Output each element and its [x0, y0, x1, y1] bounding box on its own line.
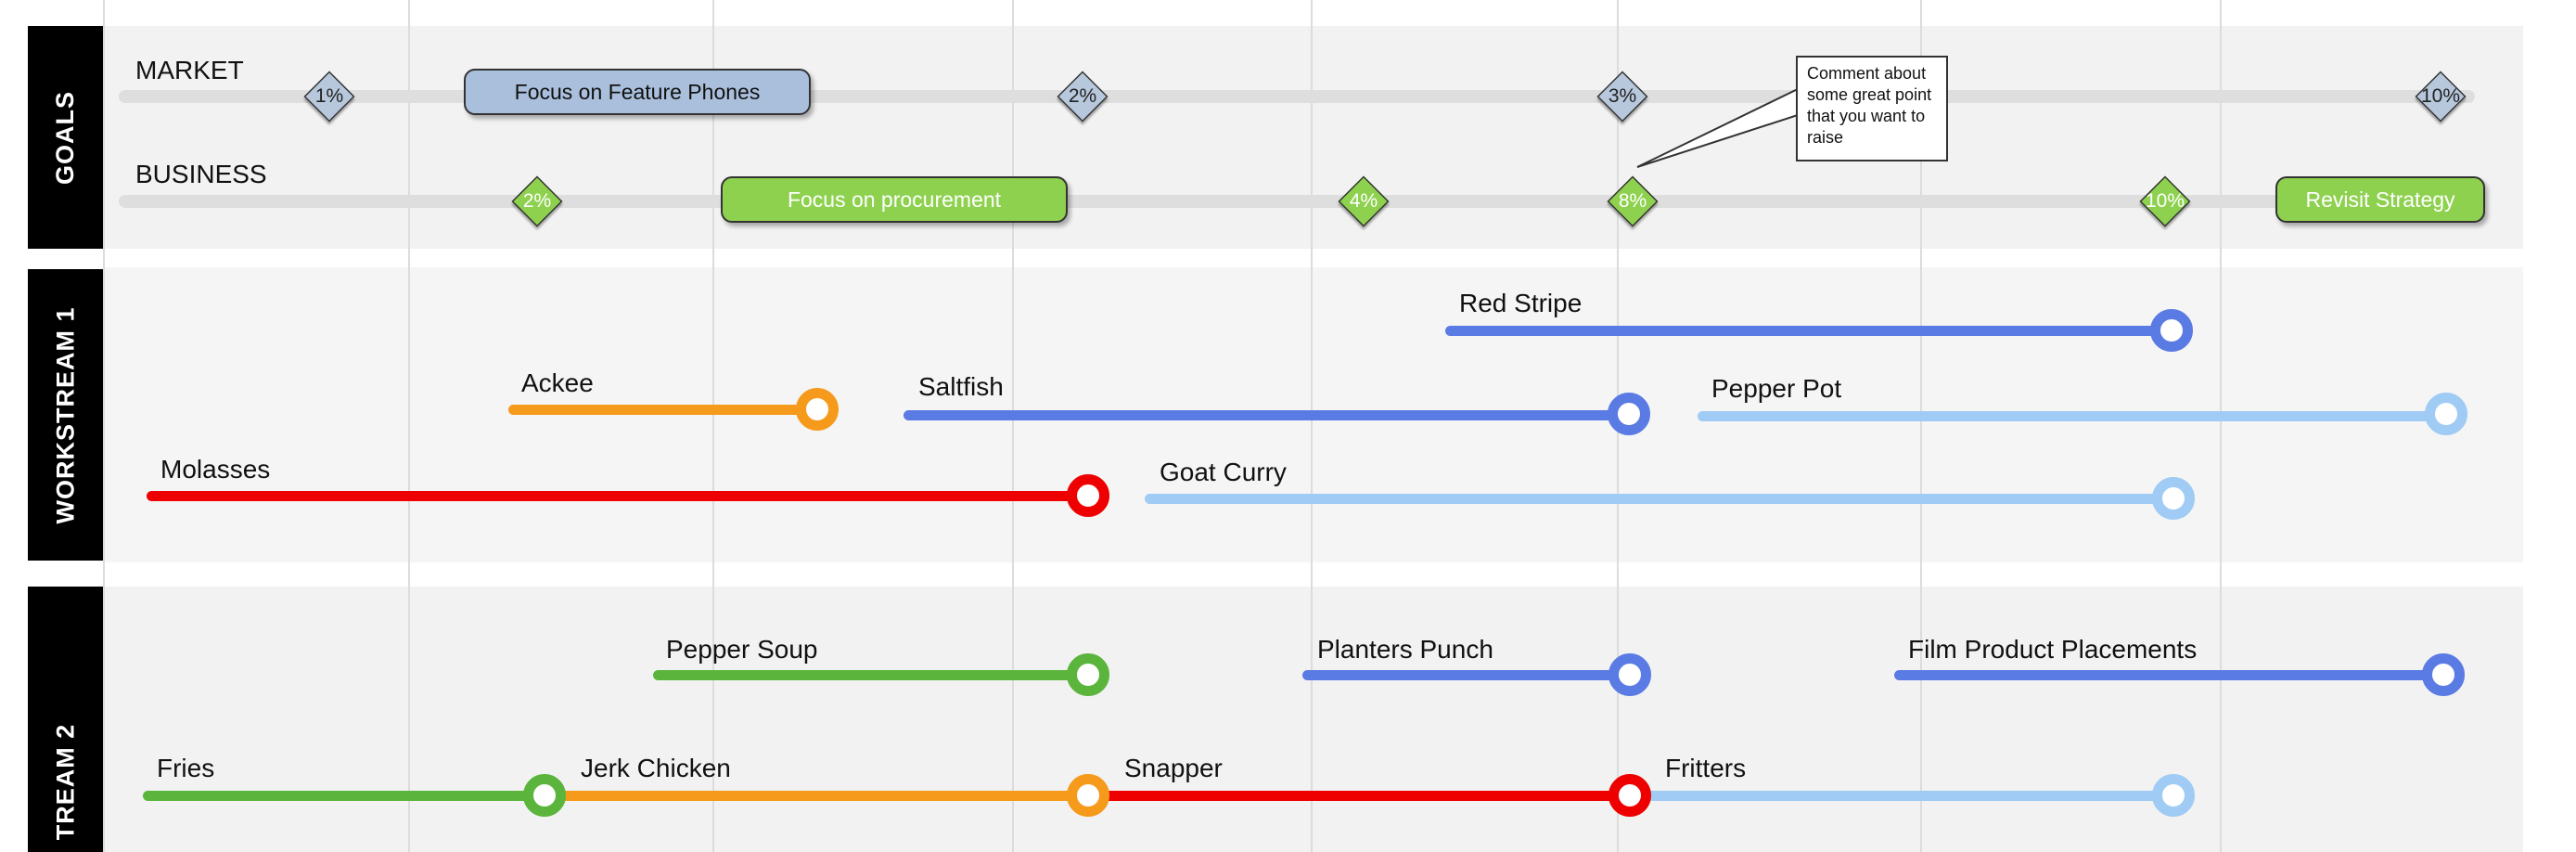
task-end-red-stripe[interactable]: [2150, 309, 2193, 352]
milestone-value: 1%: [314, 85, 344, 107]
task-label-saltfish: Saltfish: [918, 372, 1004, 401]
market-milestone[interactable]: 1%: [303, 71, 355, 123]
task-bar-molasses[interactable]: [147, 491, 1091, 501]
task-bar-ackee[interactable]: [508, 405, 822, 415]
task-bar-pepper-soup[interactable]: [653, 670, 1089, 680]
task-bar-red-stripe[interactable]: [1445, 326, 2171, 336]
lane-label-workstream1-text: WORKSTREAM 1: [51, 306, 79, 523]
workstream2-band: [105, 587, 2523, 852]
task-end-ackee[interactable]: [796, 388, 839, 431]
task-label-jerk-chicken: Jerk Chicken: [581, 754, 731, 782]
lane-label-workstream2-text: TREAM 2: [51, 723, 80, 841]
task-bar-goat-curry[interactable]: [1145, 494, 2171, 504]
grid-line: [712, 0, 714, 852]
business-milestone[interactable]: 4%: [1338, 175, 1390, 227]
task-end-film-product-placements[interactable]: [2422, 653, 2465, 696]
goals-band: [105, 26, 2523, 249]
task-end-saltfish[interactable]: [1608, 393, 1650, 435]
comment-callout[interactable]: Comment about some great point that you …: [1796, 56, 1948, 161]
milestone-value: 2%: [1068, 85, 1097, 107]
task-label-snapper: Snapper: [1124, 754, 1223, 782]
market-activity-pill[interactable]: Focus on Feature Phones: [464, 69, 811, 115]
task-end-molasses[interactable]: [1067, 474, 1109, 517]
task-end-snapper[interactable]: [1608, 774, 1651, 817]
task-end-fries[interactable]: [523, 774, 566, 817]
business-track: [119, 195, 2475, 208]
grid-line: [1311, 0, 1313, 852]
task-label-ackee: Ackee: [521, 368, 594, 397]
task-end-jerk-chicken[interactable]: [1067, 774, 1109, 817]
task-end-pepper-soup[interactable]: [1067, 653, 1109, 696]
task-label-film-product-placements: Film Product Placements: [1908, 635, 2198, 664]
grid-line: [2220, 0, 2222, 852]
task-label-molasses: Molasses: [160, 455, 271, 484]
milestone-value: 10%: [2420, 85, 2461, 107]
market-milestone[interactable]: 2%: [1057, 71, 1109, 123]
business-milestone[interactable]: 8%: [1607, 175, 1659, 227]
business-milestone[interactable]: 2%: [511, 175, 563, 227]
task-label-red-stripe: Red Stripe: [1459, 289, 1583, 317]
lane-label-workstream1: WORKSTREAM 1: [28, 269, 103, 561]
business-row-label: BUSINESS: [135, 160, 267, 188]
task-label-goat-curry: Goat Curry: [1160, 458, 1287, 486]
business-activity-pill[interactable]: Revisit Strategy: [2275, 176, 2485, 223]
task-bar-fritters[interactable]: [1631, 791, 2171, 801]
business-activity-pill[interactable]: Focus on procurement: [721, 176, 1068, 223]
task-label-fries: Fries: [157, 754, 215, 782]
market-milestone[interactable]: 3%: [1596, 71, 1648, 123]
lane-label-goals: GOALS: [28, 26, 103, 249]
market-row-label: MARKET: [135, 56, 244, 84]
task-label-planters-punch: Planters Punch: [1317, 635, 1493, 664]
grid-line: [1012, 0, 1014, 852]
task-label-fritters: Fritters: [1665, 754, 1747, 782]
task-label-pepper-soup: Pepper Soup: [666, 635, 818, 664]
task-bar-planters-punch[interactable]: [1302, 670, 1633, 680]
milestone-value: 3%: [1608, 85, 1637, 107]
task-bar-film-product-placements[interactable]: [1894, 670, 2447, 680]
lane-label-workstream2: TREAM 2: [28, 587, 103, 852]
grid-line: [103, 0, 105, 852]
business-milestone[interactable]: 10%: [2139, 175, 2191, 227]
milestone-value: 4%: [1349, 190, 1378, 212]
task-bar-jerk-chicken[interactable]: [538, 791, 1087, 801]
grid-line: [408, 0, 410, 852]
market-milestone[interactable]: 10%: [2415, 71, 2467, 123]
grid-line: [1920, 0, 1922, 852]
task-bar-pepper-pot[interactable]: [1698, 411, 2449, 421]
task-bar-snapper[interactable]: [1087, 791, 1631, 801]
milestone-value: 8%: [1618, 190, 1647, 212]
task-end-pepper-pot[interactable]: [2425, 393, 2467, 435]
task-end-goat-curry[interactable]: [2152, 477, 2195, 520]
task-end-planters-punch[interactable]: [1608, 653, 1651, 696]
task-label-pepper-pot: Pepper Pot: [1711, 374, 1842, 403]
task-bar-fries[interactable]: [143, 791, 547, 801]
milestone-value: 2%: [522, 190, 552, 212]
task-bar-saltfish[interactable]: [904, 410, 1633, 420]
lane-label-goals-text: GOALS: [51, 90, 80, 185]
task-end-fritters[interactable]: [2152, 774, 2195, 817]
milestone-value: 10%: [2145, 190, 2185, 212]
